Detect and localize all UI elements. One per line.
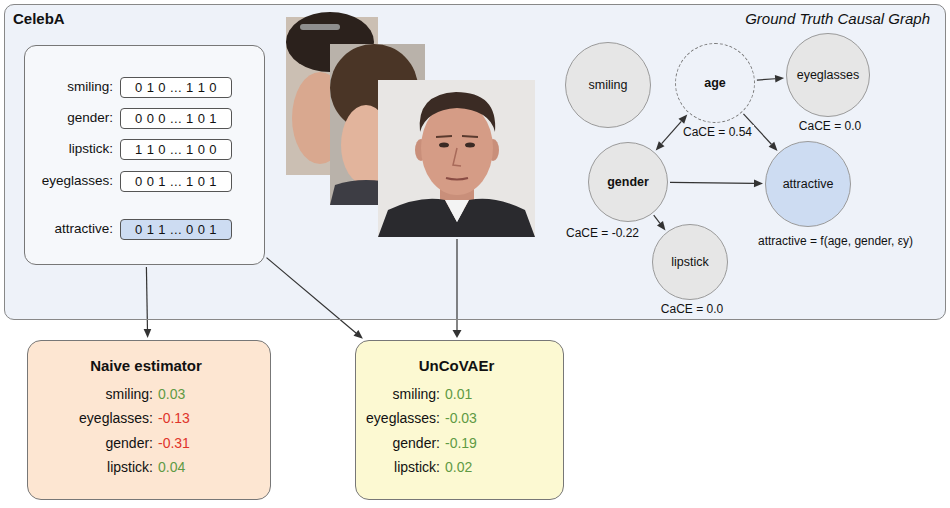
connector <box>670 182 754 184</box>
node-caption: lipstick: <box>28 141 113 157</box>
node-caption: 0.03 <box>158 386 185 403</box>
node-caption: 0.01 <box>445 386 472 403</box>
node-caption: gender: <box>28 110 113 126</box>
node-text: age <box>704 76 726 91</box>
node-text: eyeglasses <box>797 68 860 83</box>
connector <box>757 79 775 80</box>
bit-vector: 0 1 0 ... 1 1 0 <box>120 77 232 98</box>
dataset-panel: CelebA smiling: gender: lipstick: eyeglasses… <box>4 4 946 320</box>
node-caption: gender: <box>30 435 153 452</box>
node-text: UnCoVAEr <box>355 357 558 375</box>
arrow-head <box>754 180 763 188</box>
node-text: attractive <box>783 177 834 192</box>
node-text: lipstick <box>671 255 709 270</box>
node-caption: eyeglasses: <box>358 410 440 427</box>
photo-mouth <box>446 178 468 180</box>
connector <box>662 121 682 143</box>
node-text: 0 1 1 ... 0 0 1 <box>135 222 217 238</box>
photo-collar <box>445 200 469 222</box>
node-text: 0 1 0 ... 1 1 0 <box>135 80 217 96</box>
node-caption: gender: <box>358 435 440 452</box>
node-caption: CaCE = -0.22 <box>564 226 641 240</box>
photo-arrow-line <box>456 239 457 330</box>
attribute-table: smiling: gender: lipstick: eyeglasses: attra… <box>24 45 265 265</box>
photo-eye <box>465 143 475 148</box>
face-photo-front <box>378 80 535 237</box>
node-caption: -0.13 <box>158 410 190 427</box>
node-caption: 0.04 <box>158 459 185 476</box>
connector <box>654 215 660 223</box>
structural-equation: attractive = f(age, gender, εy) <box>758 234 913 248</box>
node-caption: 0.02 <box>445 459 472 476</box>
node-caption: smiling: <box>30 386 153 403</box>
node-caption: -0.19 <box>445 435 477 452</box>
photo-hair <box>420 92 496 132</box>
node-text: CelebA <box>13 10 65 28</box>
photo-suit <box>378 199 535 237</box>
variable-circle: smiling <box>565 42 651 128</box>
node-caption: CaCE = 0.0 <box>650 302 734 316</box>
node-text: smiling: <box>28 79 113 95</box>
arrow-head <box>775 75 784 83</box>
node-caption: -0.03 <box>445 410 477 427</box>
photo-arrow-head <box>453 330 462 338</box>
node-text: 0 0 0 ... 1 0 1 <box>135 111 217 127</box>
node-caption: -0.31 <box>158 435 190 452</box>
graph-heading: Ground Truth Causal Graph <box>640 10 930 28</box>
node-text: smiling <box>589 78 628 93</box>
bit-vector: 0 0 1 ... 1 0 1 <box>120 171 232 192</box>
arrow-head <box>657 221 666 230</box>
estimator-box: Naive estimator smiling: 0.03 eyeglasses: -0… <box>27 340 271 500</box>
variable-circle: eyeglassesCaCE = 0.0 <box>786 33 870 117</box>
variable-circle: genderCaCE = -0.22 <box>588 142 668 222</box>
photo-brows <box>436 136 478 137</box>
node-caption: smiling: <box>358 386 440 403</box>
node-caption: eyeglasses: <box>28 173 113 189</box>
connector <box>267 258 356 333</box>
bit-vector: 0 0 0 ... 1 0 1 <box>120 108 232 129</box>
node-caption: lipstick: <box>358 459 440 476</box>
panel-ground <box>4 4 946 320</box>
node-caption: CaCE = 0.0 <box>788 119 872 133</box>
photo-clip <box>300 24 340 30</box>
target-circle: attractive <box>765 141 851 227</box>
target-bit-vector: 0 1 1 ... 0 0 1 <box>120 219 232 240</box>
node-caption: attractive: <box>28 221 113 237</box>
node-text: Naive estimator <box>27 357 265 375</box>
node-text: 1 1 0 ... 1 0 0 <box>135 142 217 158</box>
bit-vector: 1 1 0 ... 1 0 0 <box>120 139 232 160</box>
variable-circle: lipstickCaCE = 0.0 <box>652 224 728 300</box>
arrow-head <box>144 329 152 338</box>
node-text: 0 0 1 ... 1 0 1 <box>135 174 217 190</box>
photo-eye <box>439 143 449 148</box>
latent-variable-circle: ageCaCE = 0.54 <box>675 43 755 123</box>
node-text: gender <box>607 175 649 190</box>
node-caption: eyeglasses: <box>30 410 153 427</box>
node-caption: lipstick: <box>30 459 153 476</box>
photo-nose <box>453 148 461 166</box>
node-caption: CaCE = 0.54 <box>681 125 754 139</box>
estimator-box: UnCoVAEr smiling: 0.01 eyeglasses: -0.03 gend… <box>355 340 564 500</box>
photo-ground <box>378 80 535 237</box>
